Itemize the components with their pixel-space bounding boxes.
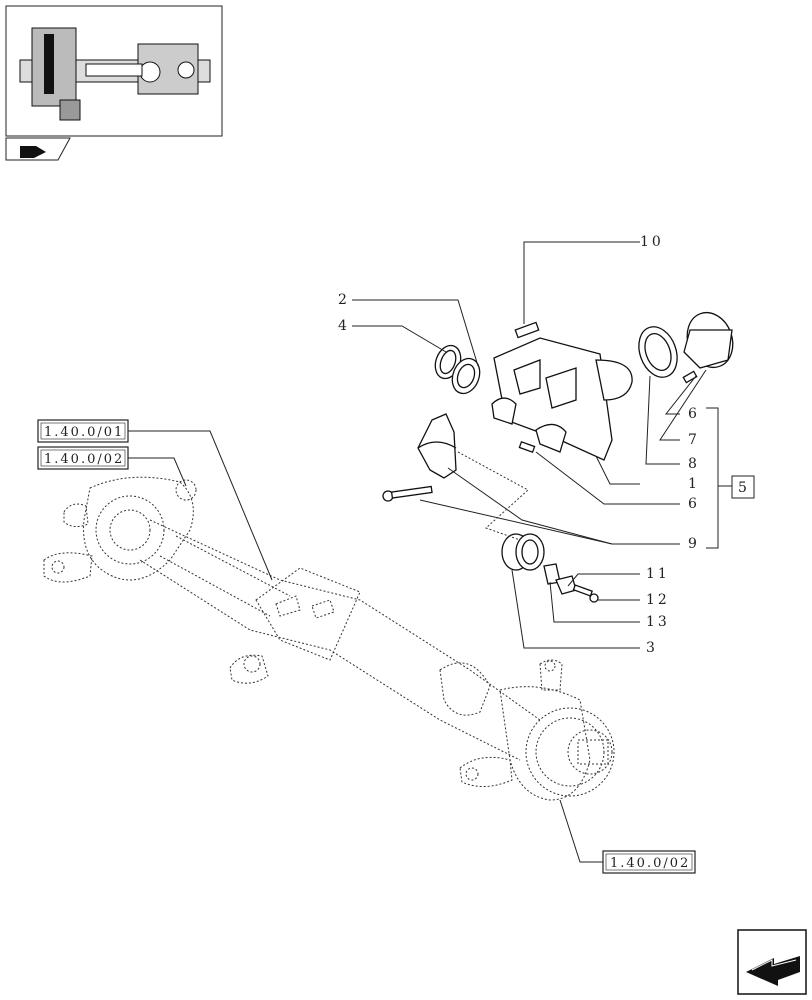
leader-lines [128,241,732,863]
screw-part-9[interactable] [382,485,433,502]
callout-13[interactable]: 13 [646,614,670,630]
callout-6-bottom[interactable]: 6 [688,496,700,512]
screw-part-11-12[interactable] [572,584,599,603]
seal-part-3[interactable] [501,533,545,571]
ref-link-mid[interactable]: 1.40.0/02 [37,446,129,470]
callout-8[interactable]: 8 [688,456,700,472]
axle-assembly-outline [43,476,615,801]
cap-part-9[interactable] [417,413,457,479]
thumbnail-axle-drawing [19,27,211,121]
group-5-box[interactable]: 5 [731,475,755,499]
pin-part-6[interactable] [518,440,536,454]
ref-top-label: 1.40.0/01 [44,425,124,440]
callout-7[interactable]: 7 [688,432,700,448]
bearing-cup-part-8[interactable] [632,321,684,382]
pin-part-6b[interactable] [682,370,698,384]
next-page-button[interactable] [737,929,807,995]
callout-3[interactable]: 3 [646,640,658,656]
ref-bottom-label: 1.40.0/02 [610,856,690,871]
callout-9[interactable]: 9 [688,536,700,552]
callout-6-top[interactable]: 6 [688,406,700,422]
callout-12[interactable]: 12 [646,592,670,608]
seal-ring-part[interactable] [448,355,485,398]
callout-4[interactable]: 4 [338,318,350,334]
return-arrow-icon [746,956,800,986]
thumbnail-overview[interactable] [5,5,223,137]
bolt-part-10[interactable] [514,321,540,339]
group-5-label: 5 [738,480,750,496]
callout-2[interactable]: 2 [338,292,350,308]
back-nav-tab[interactable] [5,137,71,161]
callout-11[interactable]: 11 [646,566,670,582]
page-arrow-icon [20,146,46,158]
callout-10[interactable]: 10 [640,234,664,250]
ref-link-top[interactable]: 1.40.0/01 [37,419,129,443]
callout-1[interactable]: 1 [688,476,700,492]
housing-part-1[interactable] [491,337,633,461]
ref-mid-label: 1.40.0/02 [44,452,124,467]
plate-part-13[interactable] [543,563,577,595]
ref-link-bottom[interactable]: 1.40.0/02 [602,850,696,874]
bushing-part-7[interactable] [680,306,740,374]
